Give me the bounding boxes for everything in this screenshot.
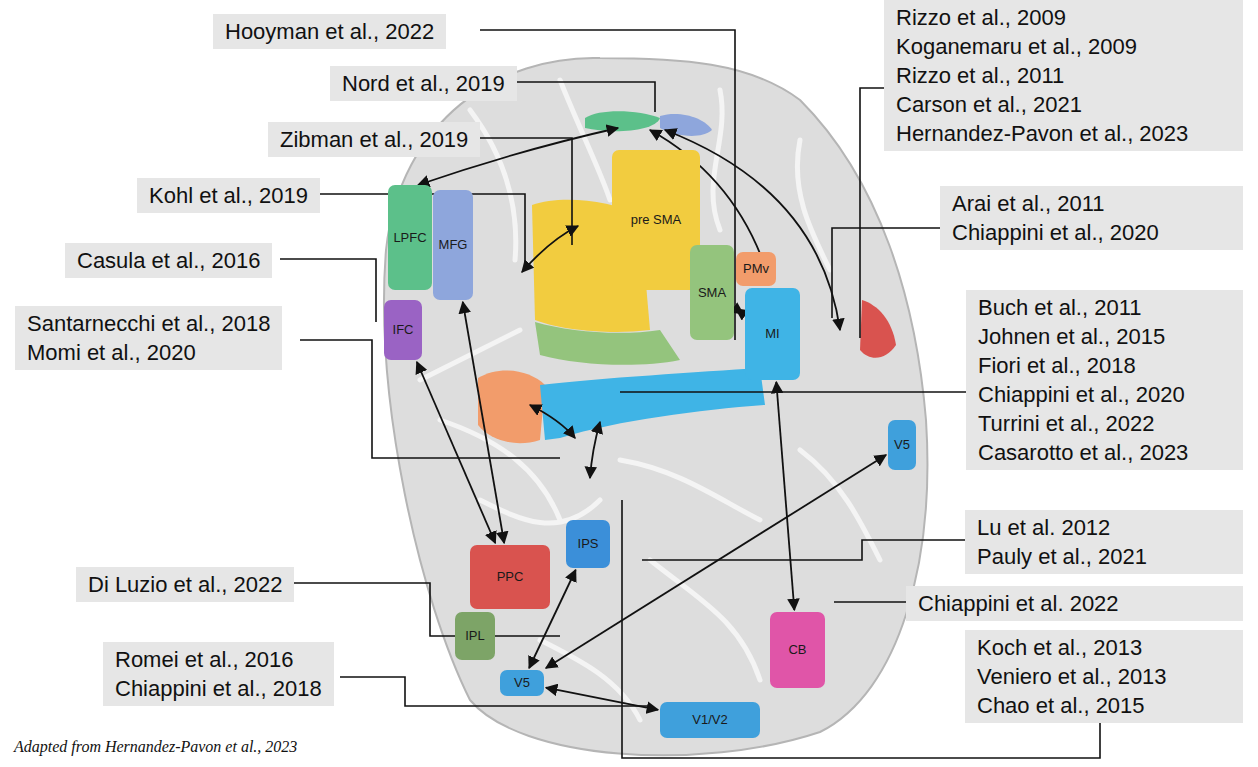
citation-text: Casarotto et al., 2023 [978,438,1231,467]
region-label: PMv [743,262,769,276]
region-label: pre SMA [631,213,682,227]
citation-box: Romei et al., 2016Chiappini et al., 2018 [103,642,334,706]
brain-region: V5 [888,420,916,470]
brain-region: PMv [736,252,776,286]
caption: Adapted from Hernandez-Pavon et al., 202… [14,738,297,756]
citation-text: Rizzo et al., 2011 [896,61,1231,90]
region-label: CB [788,643,806,657]
region-label: PPC [497,570,524,584]
citation-text: Fiori et al., 2018 [978,351,1231,380]
citation-text: Hernandez-Pavon et al., 2023 [896,119,1231,148]
citation-text: Momi et al., 2020 [27,338,270,367]
citation-text: Di Luzio et al., 2022 [88,570,282,599]
region-label: SMA [698,286,726,300]
citation-box: Rizzo et al., 2009Koganemaru et al., 200… [884,0,1243,151]
citation-text: Johnen et al., 2015 [978,322,1231,351]
connectivity-arrow [417,362,495,543]
brain-region: V5 [500,670,544,696]
citation-text: Carson et al., 2021 [896,90,1231,119]
citation-text: Kohl et al., 2019 [149,181,308,210]
citation-box: Arai et al., 2011Chiappini et al., 2020 [940,186,1243,250]
connectivity-arrow [776,382,794,610]
region-label: V5 [894,438,910,452]
brain-region: MI [745,288,800,380]
citation-box: Koch et al., 2013Veniero et al., 2013Cha… [965,630,1243,723]
region-label: IFC [393,323,414,337]
citation-text: Chao et al., 2015 [977,691,1231,720]
region-label: V5 [514,676,530,690]
citation-text: Romei et al., 2016 [115,645,322,674]
citation-text: Santarnecchi et al., 2018 [27,309,270,338]
citation-box: Di Luzio et al., 2022 [76,567,294,602]
brain-region: PPC [470,545,550,609]
region-label: IPS [578,537,599,551]
sulci [420,80,880,720]
citation-text: Zibman et al., 2019 [280,125,468,154]
citation-box: Buch et al., 2011Johnen et al., 2015Fior… [966,290,1243,470]
brain-region: pre SMA [612,150,700,290]
citation-text: Buch et al., 2011 [978,293,1231,322]
citation-box: Casula et al., 2016 [65,243,272,278]
connectivity-arrow [463,302,504,543]
citation-text: Pauly et al., 2021 [977,542,1231,571]
brain-outline [384,58,927,755]
citation-box: Chiappini et al. 2022 [906,586,1243,621]
region-label: LPFC [393,231,426,245]
citation-text: Chiappini et al., 2020 [978,380,1231,409]
brain-region: SMA [690,245,734,340]
citation-box: Hooyman et al., 2022 [213,14,446,49]
layout-arrows [418,128,840,478]
citation-text: Veniero et al., 2013 [977,662,1231,691]
citation-text: Rizzo et al., 2009 [896,3,1231,32]
brain-region: IPL [455,612,495,660]
citation-box: Kohl et al., 2019 [137,178,320,213]
citation-text: Lu et al. 2012 [977,513,1231,542]
brain-region: MFG [433,190,473,300]
connectivity-arrow [546,455,886,668]
citation-text: Hooyman et al., 2022 [225,17,434,46]
connectivity-arrow [736,309,743,314]
citation-box: Nord et al., 2019 [330,66,517,101]
region-label: IPL [465,629,485,643]
brain-region: V1/V2 [660,702,760,738]
brain-region: CB [770,612,825,688]
citation-text: Chiappini et al., 2020 [952,218,1231,247]
citation-text: Koch et al., 2013 [977,633,1231,662]
citation-text: Casula et al., 2016 [77,246,260,275]
citation-text: Koganemaru et al., 2009 [896,32,1231,61]
region-label: V1/V2 [692,713,727,727]
citation-text: Chiappini et al. 2022 [918,589,1231,618]
citation-box: Zibman et al., 2019 [268,122,480,157]
brain-region: LPFC [388,185,432,290]
brain-region: IPS [566,520,610,568]
unlabelled-regions [478,111,896,443]
connectivity-arrow [546,688,658,710]
citation-box: Santarnecchi et al., 2018Momi et al., 20… [15,306,282,370]
region-label: MI [765,327,779,341]
citation-text: Chiappini et al., 2018 [115,674,322,703]
citation-text: Arai et al., 2011 [952,189,1231,218]
region-label: MFG [439,238,468,252]
brain-region: IFC [384,300,422,360]
citation-text: Nord et al., 2019 [342,69,505,98]
citation-box: Lu et al. 2012Pauly et al., 2021 [965,510,1243,574]
citation-text: Turrini et al., 2022 [978,409,1231,438]
